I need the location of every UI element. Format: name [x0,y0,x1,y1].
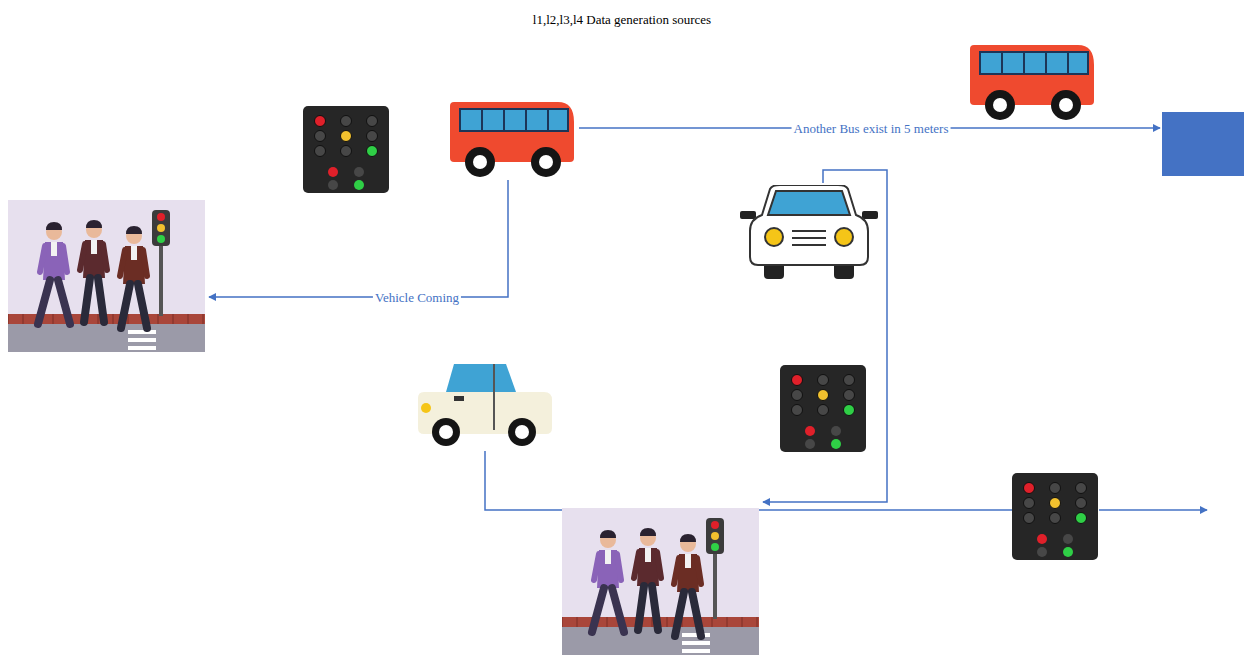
pedestrian-scene [562,508,759,655]
bus-node [450,100,575,178]
connector-arrow [209,180,508,297]
car-node [740,185,878,280]
traffic-light-icon [780,365,866,452]
exit-arrow [1099,509,1207,511]
car-icon [418,364,552,446]
pedestrian-scene [8,200,205,352]
edge-label: Vehicle Coming [373,290,461,305]
traffic-light-icon [1012,473,1098,560]
crossing-node [562,508,759,655]
car-icon [740,185,878,279]
connector-arrow [759,509,1012,511]
car-node [418,362,552,447]
destination-box [1162,112,1244,176]
traffic-light-icon [303,106,389,193]
connector-arrow [485,451,562,510]
diagram-title: l1,l2,l3,l4 Data generation sources [0,12,1244,28]
destination-node [1162,112,1244,176]
edge-label: Another Bus exist in 5 meters [792,121,951,136]
crossing-node [8,200,205,352]
bus-icon [970,45,1094,120]
traffic-light-node [1012,473,1098,560]
bus-icon [450,102,574,177]
